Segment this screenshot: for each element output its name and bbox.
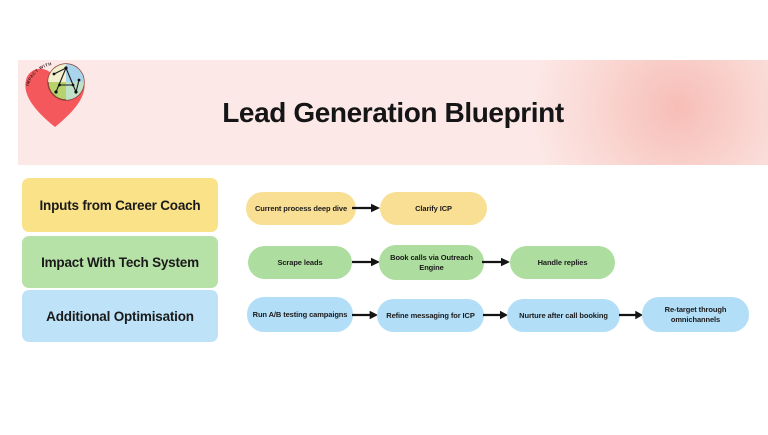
arrow-right-icon xyxy=(482,257,510,267)
flow-node-run-ab-testing-campaigns: Run A/B testing campaigns xyxy=(247,297,353,332)
flow-node-book-calls-via-outreach-engine: Book calls via Outreach Engine xyxy=(379,245,484,280)
header-banner: Lead Generation Blueprint xyxy=(18,60,768,165)
arrow-right-icon xyxy=(483,310,508,320)
flow-node-clarify-icp: Clarify ICP xyxy=(380,192,487,225)
arrow-right-icon xyxy=(352,257,380,267)
flow-node-nurture-after-call-booking: Nurture after call booking xyxy=(507,299,620,332)
heart-icon: IMPACT WITH TECH xyxy=(16,52,85,127)
arrow-right-icon xyxy=(352,203,380,213)
network-badge-icon xyxy=(47,63,85,101)
arrow-right-icon xyxy=(619,310,643,320)
lane-label-additional-optimisation: Additional Optimisation xyxy=(22,290,218,342)
page-title: Lead Generation Blueprint xyxy=(222,96,564,128)
flow-node-current-process-deep-dive: Current process deep dive xyxy=(246,192,356,225)
lane-label-inputs-from-career-coach: Inputs from Career Coach xyxy=(22,178,218,232)
flow-node-refine-messaging-for-icp: Refine messaging for ICP xyxy=(377,299,484,332)
flow-node-retarget-through-omnichannels: Re-target through omnichannels xyxy=(642,297,749,332)
arrow-right-icon xyxy=(352,310,378,320)
flow-node-scrape-leads: Scrape leads xyxy=(248,246,352,279)
lane-label-impact-with-tech-system: Impact With Tech System xyxy=(22,236,218,288)
brand-logo: IMPACT WITH TECH xyxy=(16,52,96,132)
flow-node-handle-replies: Handle replies xyxy=(510,246,615,279)
